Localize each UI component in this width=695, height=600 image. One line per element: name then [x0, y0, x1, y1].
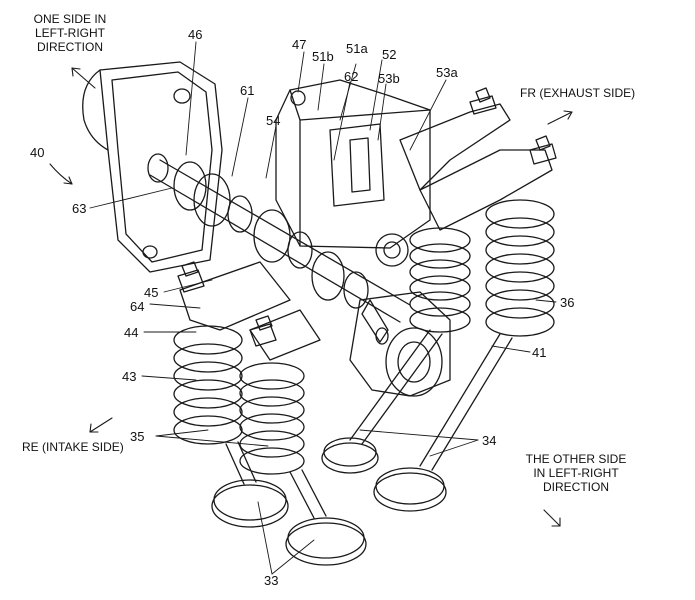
ref-47: 47: [292, 37, 307, 52]
valve-intake-1: [211, 441, 289, 528]
leader-lines: [89, 41, 557, 575]
camshaft: [147, 153, 411, 345]
ref-54: 54: [266, 113, 281, 128]
ref-44: 44: [124, 325, 139, 340]
arrow-rear: [89, 417, 113, 433]
valves: [211, 329, 513, 566]
ref-61: 61: [240, 83, 255, 98]
ref-45: 45: [144, 285, 159, 300]
intake-rocker-arms: [177, 261, 321, 361]
ref-33: 33: [264, 573, 279, 588]
direction-other-side-line-3: DIRECTION: [543, 480, 609, 494]
ref-36: 36: [560, 295, 575, 310]
arrow-other-side: [543, 509, 561, 527]
ref-52: 52: [382, 47, 397, 62]
arrow-front: [547, 110, 573, 125]
spring-exhaust-1: [409, 227, 471, 333]
spring-exhaust-2: [485, 199, 555, 337]
arrow-one-side: [71, 67, 96, 89]
direction-one-side-line-2: LEFT-RIGHT: [34, 26, 105, 40]
ref-40: 40: [30, 145, 45, 160]
direction-one-side-line-1: ONE SIDE IN: [33, 12, 107, 26]
roller-bore: [349, 291, 451, 397]
direction-other-side: THE OTHER SIDE IN LEFT-RIGHT DIRECTION: [516, 452, 636, 494]
ref-51a: 51a: [346, 41, 368, 56]
ref-35: 35: [130, 429, 145, 444]
valve-exhaust-2: [373, 333, 513, 512]
valve-springs: [173, 199, 555, 475]
ref-63: 63: [72, 201, 87, 216]
ref-46: 46: [188, 27, 203, 42]
direction-rear: RE (INTAKE SIDE): [22, 440, 124, 454]
spring-intake-2: [239, 362, 305, 475]
direction-arrows: [49, 67, 573, 527]
exhaust-rocker-arms: [399, 87, 557, 231]
ref-51b: 51b: [312, 49, 334, 64]
ref-41: 41: [532, 345, 547, 360]
spring-intake-1: [173, 325, 243, 445]
ref-64: 64: [130, 299, 145, 314]
direction-other-side-line-1: THE OTHER SIDE: [525, 452, 627, 466]
direction-other-side-line-2: IN LEFT-RIGHT: [533, 466, 619, 480]
ref-53a: 53a: [436, 65, 458, 80]
direction-front: FR (EXHAUST SIDE): [520, 86, 636, 100]
rocker-holder: [275, 79, 431, 267]
valve-exhaust-1: [321, 329, 443, 474]
valve-intake-2: [285, 469, 367, 566]
ref-43: 43: [122, 369, 137, 384]
arrow-ref-40: [49, 163, 73, 185]
direction-one-side-line-3: DIRECTION: [37, 40, 103, 54]
ref-34: 34: [482, 433, 497, 448]
ref-53b: 53b: [378, 71, 400, 86]
cam-housing-flange: [82, 61, 223, 273]
ref-62: 62: [344, 69, 359, 84]
direction-one-side: ONE SIDE IN LEFT-RIGHT DIRECTION: [30, 12, 110, 54]
